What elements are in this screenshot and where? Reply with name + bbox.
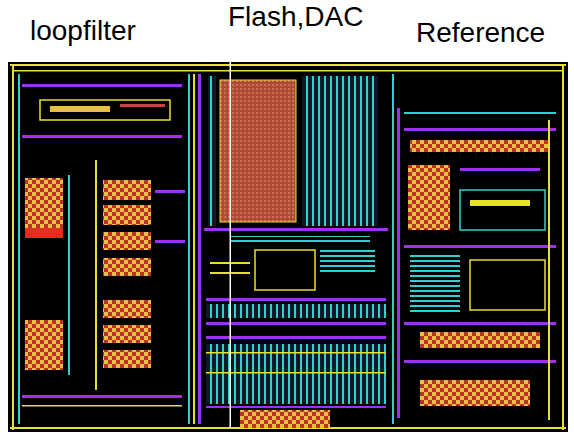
region-label: Reference	[416, 18, 545, 49]
region-label: loopfilter	[30, 16, 136, 47]
region-label: Flash,DAC	[228, 2, 363, 33]
